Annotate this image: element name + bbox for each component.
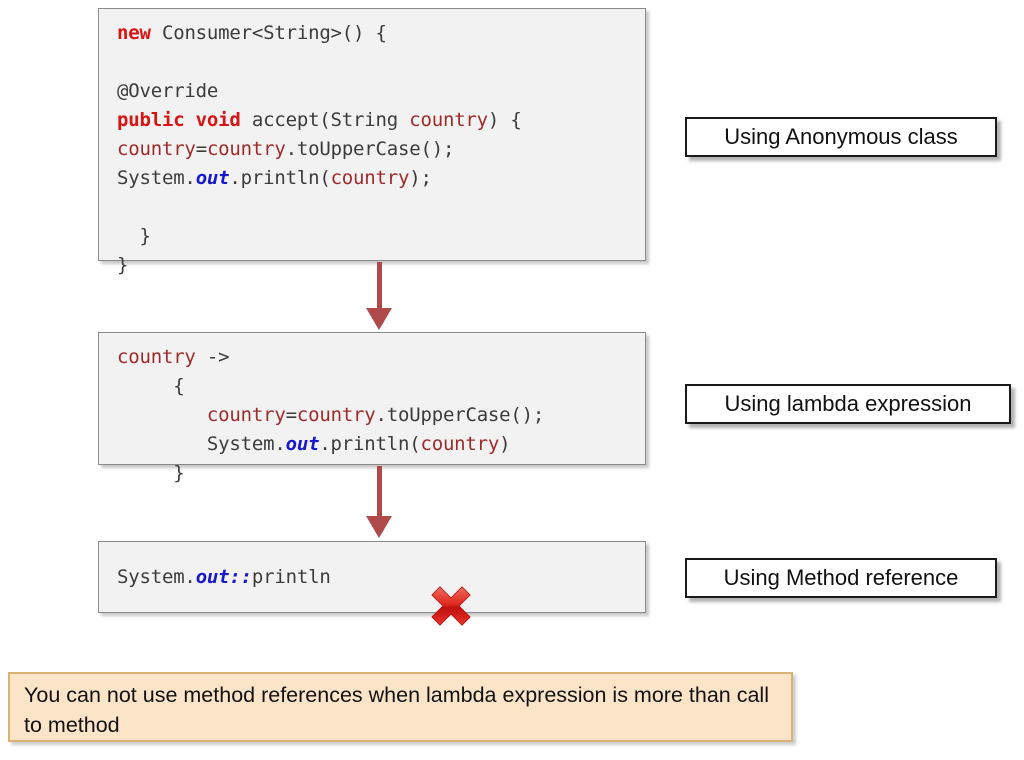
code-line [117,48,645,77]
code-block-method-reference: System.out::println [98,541,646,626]
code-line: } [117,251,645,280]
code-token: country [206,138,286,160]
code-block-method-reference-text: System.out::println [117,563,331,592]
code-block-lambda-expression: country -> { country=country.toUpperCase… [98,332,646,484]
code-token: country [117,346,196,368]
code-token: public void [117,109,252,131]
code-token: } [117,225,151,247]
arrow-shaft [377,466,382,520]
code-token: -> [195,346,230,368]
code-token: country [117,138,196,160]
code-line: @Override [117,77,645,106]
code-token: accept(String [251,109,410,131]
code-token: out:: [195,565,252,588]
code-token: } [117,462,185,484]
code-line: } [117,459,645,488]
arrow-shaft [377,262,382,312]
code-line: System.out.println(country) [117,430,645,459]
code-token: .toUpperCase(); [375,404,545,426]
label-using-lambda-expression: Using lambda expression [685,384,1011,424]
code-line: System.out::println [117,563,331,592]
code-token: @Override [117,80,219,102]
code-block-anonymous-class: new Consumer<String>() { @Override public… [98,8,646,276]
code-token: Consumer<String>() { [161,22,387,44]
code-token [117,404,207,426]
code-token: System. [117,565,196,588]
code-token: System. [117,433,286,455]
code-token: country [330,167,410,189]
code-line: country=country.toUpperCase(); [117,401,645,430]
code-token: country [420,433,500,455]
code-line: } [117,222,645,251]
red-cross-x-icon [361,554,471,626]
code-token: .toUpperCase(); [285,138,455,160]
code-line: public void accept(String country) { [117,106,645,135]
code-token: .println( [319,433,421,455]
code-token: country [296,404,376,426]
code-token: ) [499,433,511,455]
code-token: country [409,109,488,131]
arrow-head [366,516,392,538]
code-token: } [117,254,129,276]
code-token: = [285,404,297,426]
code-line: country -> [117,343,645,372]
note-callout: You can not use method references when l… [8,672,793,742]
code-token: .println( [229,167,331,189]
code-line: country=country.toUpperCase(); [117,135,645,164]
code-token: System. [117,167,196,189]
code-token: ) { [487,109,522,131]
code-token: = [195,138,207,160]
code-token: out [195,167,230,189]
arrow-down-icon-anonymous-to-lambda [364,262,394,332]
code-token: println [251,565,331,588]
code-token: out [285,433,320,455]
code-line: System.out.println(country); [117,164,645,193]
code-line: new Consumer<String>() { [117,19,645,48]
code-line: { [117,372,645,401]
arrow-head [366,308,392,330]
code-token: { [117,375,185,397]
code-line [117,193,645,222]
arrow-down-icon-lambda-to-method-reference [364,466,394,542]
label-using-method-reference: Using Method reference [685,558,997,598]
code-token: country [206,404,286,426]
code-token: ); [409,167,432,189]
code-token: new [117,22,162,44]
label-using-anonymous-class: Using Anonymous class [685,117,997,157]
